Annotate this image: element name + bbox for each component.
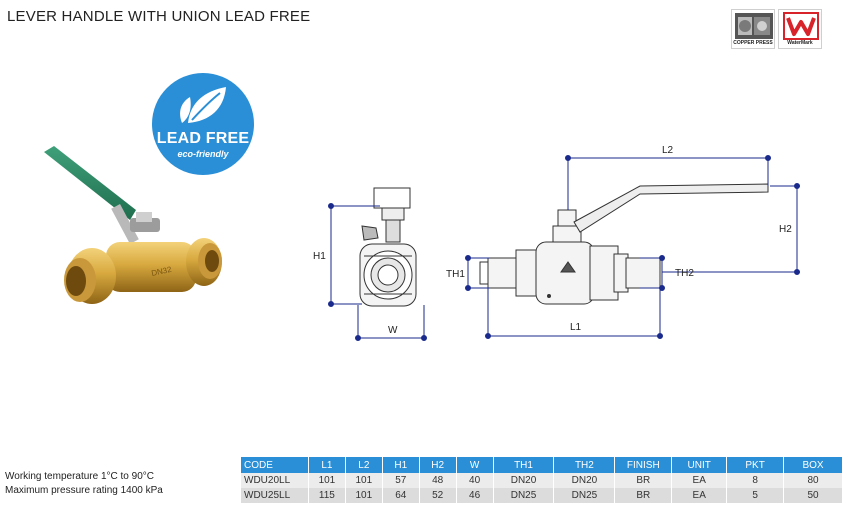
cell-box: 80 [783, 473, 843, 488]
spec-max-pressure: Maximum pressure rating 1400 kPa [5, 485, 163, 496]
col-box: BOX [783, 457, 843, 473]
w-label: W [388, 325, 398, 336]
col-h2: H2 [419, 457, 457, 473]
front-dimensions [465, 155, 800, 339]
side-view [359, 187, 417, 307]
watermark-caption: WaterMark [787, 40, 813, 46]
col-l2: L2 [345, 457, 383, 473]
lead-free-badge: LEAD FREE eco-friendly [152, 73, 254, 175]
col-code: CODE [241, 457, 309, 473]
cell-h1: 57 [382, 473, 420, 488]
badge-title: LEAD FREE [156, 130, 250, 147]
h1-dimension [328, 203, 427, 341]
cell-l2: 101 [345, 488, 383, 503]
spec-table: CODE L1 L2 H1 H2 W TH1 TH2 FINISH UNIT P… [241, 457, 843, 503]
copper-press-logo: COPPER PRESS [731, 9, 775, 49]
copper-press-icon [735, 13, 773, 39]
cell-th1: DN25 [493, 488, 555, 503]
front-view [479, 183, 769, 305]
cell-code: WDU25LL [241, 488, 309, 503]
th2-label: TH2 [675, 268, 694, 279]
spec-working-temperature: Working temperature 1°C to 90°C [5, 471, 154, 482]
cell-unit: EA [671, 473, 728, 488]
h1-label: H1 [313, 251, 326, 262]
table-header-row: CODE L1 L2 H1 H2 W TH1 TH2 FINISH UNIT P… [241, 457, 843, 473]
col-pkt: PKT [726, 457, 785, 473]
col-h1: H1 [382, 457, 420, 473]
col-unit: UNIT [671, 457, 728, 473]
valve-marking-text: DN32 [151, 265, 173, 278]
cell-finish: BR [614, 488, 673, 503]
l2-label: L2 [662, 145, 674, 156]
col-th2: TH2 [553, 457, 616, 473]
table-row: WDU20LL 101 101 57 48 40 DN20 DN20 BR EA… [241, 473, 843, 488]
watermark-logo: WaterMark [778, 9, 822, 49]
l1-label: L1 [570, 322, 582, 333]
cell-finish: BR [614, 473, 673, 488]
cell-h1: 64 [382, 488, 420, 503]
col-finish: FINISH [614, 457, 673, 473]
th1-label: TH1 [446, 269, 465, 280]
cell-h2: 52 [419, 488, 457, 503]
cell-th2: DN20 [553, 473, 616, 488]
col-w: W [456, 457, 494, 473]
h2-label: H2 [779, 224, 792, 235]
certification-logos: COPPER PRESS WaterMark [731, 9, 822, 49]
cell-pkt: 8 [726, 473, 785, 488]
cell-pkt: 5 [726, 488, 785, 503]
copper-press-caption: COPPER PRESS [733, 40, 773, 46]
cell-code: WDU20LL [241, 473, 309, 488]
page-title: LEVER HANDLE WITH UNION LEAD FREE [7, 8, 311, 25]
cell-w: 46 [456, 488, 494, 503]
cell-l2: 101 [345, 473, 383, 488]
cell-unit: EA [671, 488, 728, 503]
leaf-icon [180, 87, 226, 123]
col-l1: L1 [308, 457, 346, 473]
col-th1: TH1 [493, 457, 555, 473]
table-row: WDU25LL 115 101 64 52 46 DN25 DN25 BR EA… [241, 488, 843, 503]
badge-subtitle: eco-friendly [177, 149, 229, 159]
valve-product-image: DN32 [44, 146, 222, 304]
specifications: Working temperature 1°C to 90°C Maximum … [5, 470, 163, 498]
cell-l1: 101 [308, 473, 346, 488]
cell-h2: 48 [419, 473, 457, 488]
cell-l1: 115 [308, 488, 346, 503]
cell-th1: DN20 [493, 473, 555, 488]
cell-box: 50 [783, 488, 843, 503]
cell-w: 40 [456, 473, 494, 488]
cell-th2: DN25 [553, 488, 616, 503]
watermark-w-icon [783, 12, 819, 40]
